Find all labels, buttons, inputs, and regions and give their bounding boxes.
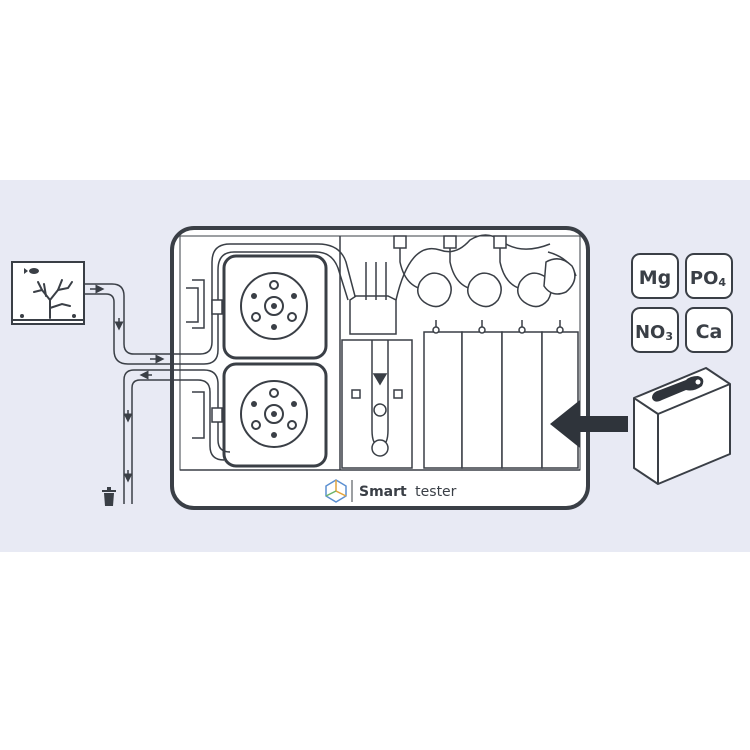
parameter-label: NO bbox=[635, 322, 665, 343]
water-pipes bbox=[84, 283, 168, 504]
svg-text:Mg: Mg bbox=[639, 267, 672, 289]
pump-icon bbox=[222, 362, 328, 468]
parameter-label: Mg bbox=[639, 267, 672, 289]
reagent-cartridge-icon bbox=[633, 367, 731, 485]
svg-text:PO4: PO4 bbox=[690, 268, 727, 289]
parameter-label: PO bbox=[690, 268, 719, 289]
aquarium-icon bbox=[11, 261, 85, 325]
trash-icon bbox=[102, 487, 116, 506]
pump-tubing bbox=[168, 243, 357, 461]
brand-name-rest: tester bbox=[415, 484, 456, 500]
svg-text:Ca: Ca bbox=[696, 321, 723, 343]
fish-icon bbox=[24, 268, 39, 274]
parameter-subscript: 3 bbox=[665, 330, 673, 343]
arrow-left-icon bbox=[550, 400, 628, 448]
parameter-subscript: 4 bbox=[718, 276, 726, 289]
parameter-tile-no3: NO3 bbox=[631, 307, 679, 353]
measuring-module bbox=[341, 262, 413, 469]
brand-name-bold: Smart bbox=[359, 484, 407, 500]
parameter-tile-mg: Mg bbox=[631, 253, 679, 299]
parameter-label: Ca bbox=[696, 321, 723, 343]
parameter-tile-po4: PO4 bbox=[685, 253, 733, 299]
parameter-tile-ca: Ca bbox=[685, 307, 733, 353]
svg-text:NO3: NO3 bbox=[635, 322, 673, 343]
pump-icon bbox=[222, 254, 328, 360]
svg-text:Smart tester: Smart tester bbox=[359, 484, 457, 500]
parameter-tiles: Mg PO4 NO3 Ca bbox=[631, 253, 733, 353]
brand-logo: Smart tester bbox=[325, 479, 457, 503]
logo-icon bbox=[325, 479, 347, 503]
coral-icon bbox=[33, 279, 73, 319]
reagent-containers bbox=[423, 320, 579, 469]
reagent-valves bbox=[393, 235, 576, 308]
